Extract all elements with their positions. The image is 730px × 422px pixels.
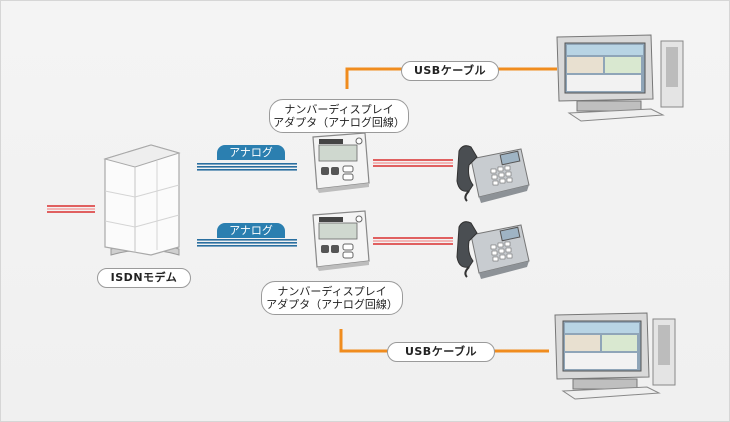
adapter-label-bottom-line1: ナンバーディスプレイ xyxy=(277,285,387,298)
isdn-modem-icon xyxy=(103,144,181,256)
analog-tag-bottom: アナログ xyxy=(217,223,285,238)
telephone-bottom-icon xyxy=(456,221,530,279)
usb-cable-label-top: USBケーブル xyxy=(401,61,499,81)
adapter-label-bottom-line2: アダプタ（アナログ回線） xyxy=(266,298,398,311)
modem-label: ISDNモデム xyxy=(97,268,191,288)
adapter-label-bottom: ナンバーディスプレイ アダプタ（アナログ回線） xyxy=(261,281,403,315)
phone-line-top xyxy=(373,159,453,167)
adapter-label-top: ナンバーディスプレイ アダプタ（アナログ回線） xyxy=(269,99,409,133)
analog-tag-top: アナログ xyxy=(217,145,285,160)
computer-top-icon xyxy=(556,34,684,122)
adapter-bottom-icon xyxy=(312,210,370,271)
analog-line-top xyxy=(197,163,297,171)
telephone-top-icon xyxy=(456,145,530,203)
usb-cable-label-bottom: USBケーブル xyxy=(387,342,495,362)
phone-line-bottom xyxy=(373,237,453,245)
computer-bottom-icon xyxy=(554,312,676,400)
adapter-label-top-line1: ナンバーディスプレイ xyxy=(284,103,394,116)
isdn-line-left xyxy=(47,205,95,213)
adapter-label-top-line2: アダプタ（アナログ回線） xyxy=(273,116,405,129)
analog-line-bottom xyxy=(197,239,297,247)
adapter-top-icon xyxy=(312,132,370,193)
